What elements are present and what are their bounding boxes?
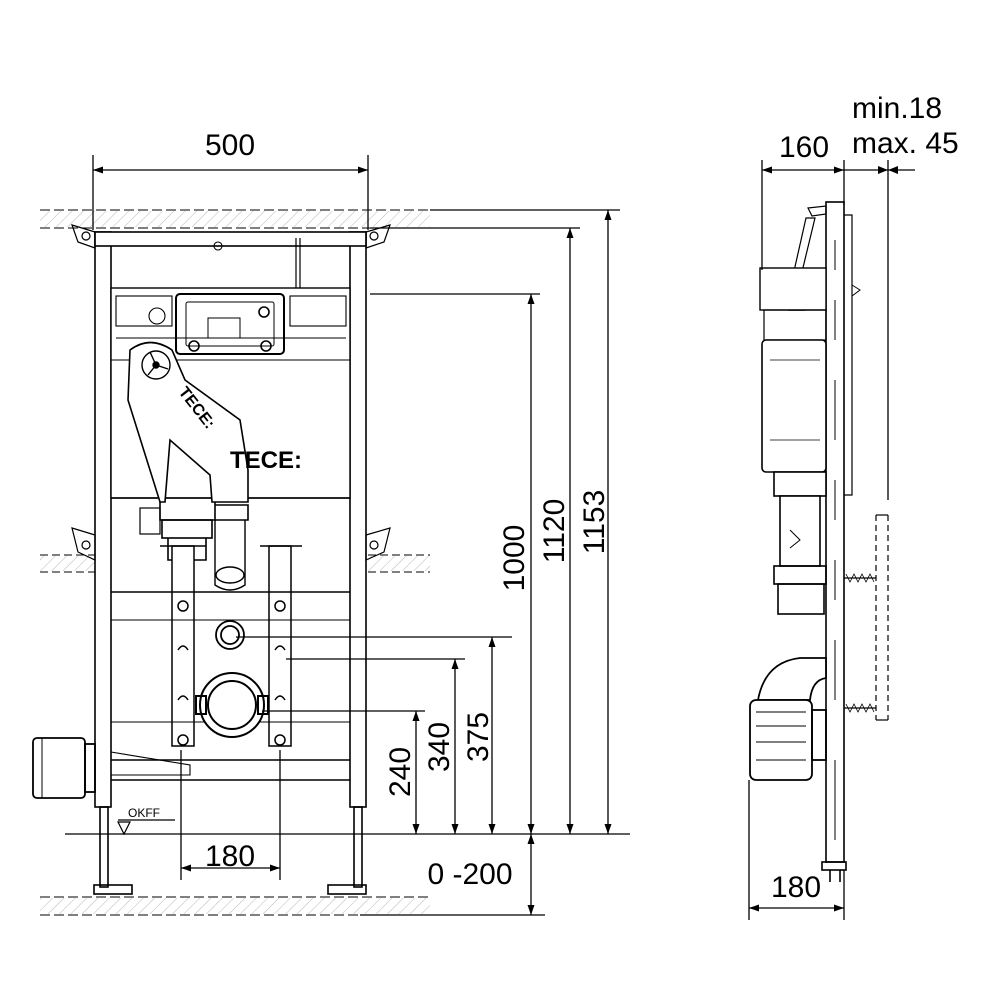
foot-right <box>353 806 363 888</box>
front-view: TECE: TECE: <box>32 209 430 916</box>
frame-left-upright <box>94 231 112 808</box>
side-bottom-180-label: 180 <box>771 871 821 904</box>
cistern-fittings <box>115 241 347 339</box>
flush-actuator-plate <box>175 238 301 355</box>
side-cistern <box>759 267 827 311</box>
threaded-rods <box>844 573 876 713</box>
frame-top-rail <box>94 231 367 247</box>
wall-bracket-top-right <box>365 224 391 249</box>
waste-outlet-opening <box>195 672 269 738</box>
frame-brand-label: TECE: <box>230 447 302 474</box>
wall-bracket-top-left <box>71 224 96 249</box>
side-dimensions <box>748 160 915 920</box>
okff-label: OKFF <box>128 806 160 820</box>
floor-hatch-bottom <box>40 896 430 916</box>
pipe-logo-icon <box>141 350 171 380</box>
depth-160-label: 160 <box>779 131 829 164</box>
wall-bracket-mid-left <box>71 527 96 561</box>
front-dimensions <box>65 155 630 916</box>
mounting-rails <box>160 545 302 747</box>
adjust-range-label: 0 -200 <box>427 858 512 891</box>
okff-marker <box>117 819 175 836</box>
height-1153-label: 1153 <box>578 490 611 555</box>
foot-left <box>99 806 109 888</box>
control-box <box>139 507 161 535</box>
side-view <box>749 201 889 882</box>
frame-right-upright <box>349 231 367 808</box>
waste-pipe-connector <box>32 737 191 799</box>
wall-max-label: max. 45 <box>852 127 959 160</box>
side-waste-bend <box>749 657 827 781</box>
foot-plate-right <box>327 884 367 895</box>
wall-min-label: min.18 <box>852 92 942 125</box>
height-1120-label: 1120 <box>538 499 571 564</box>
wall-hatch-middle-left <box>40 554 95 573</box>
foot-plate-left <box>93 884 133 895</box>
wall-hatch-top <box>40 209 430 229</box>
bottom-180-label: 180 <box>205 840 255 873</box>
front-dimension-labels: 500 1153 1120 1000 375 340 240 0 -200 18… <box>128 129 611 891</box>
flush-pipe <box>127 341 249 561</box>
water-inlet-opening <box>215 620 245 650</box>
side-dimension-labels: 160 min.18 max. 45 180 <box>771 92 959 904</box>
height-340-label: 340 <box>423 722 456 772</box>
drain-siphon <box>214 520 246 591</box>
height-240-label: 240 <box>384 747 417 797</box>
height-375-label: 375 <box>462 712 495 762</box>
wall-bracket-mid-right <box>365 527 391 561</box>
side-wall-dashed <box>875 515 889 720</box>
wall-hatch-middle-right <box>368 554 430 573</box>
width-500-label: 500 <box>205 129 255 162</box>
height-1000-label: 1000 <box>498 525 531 592</box>
